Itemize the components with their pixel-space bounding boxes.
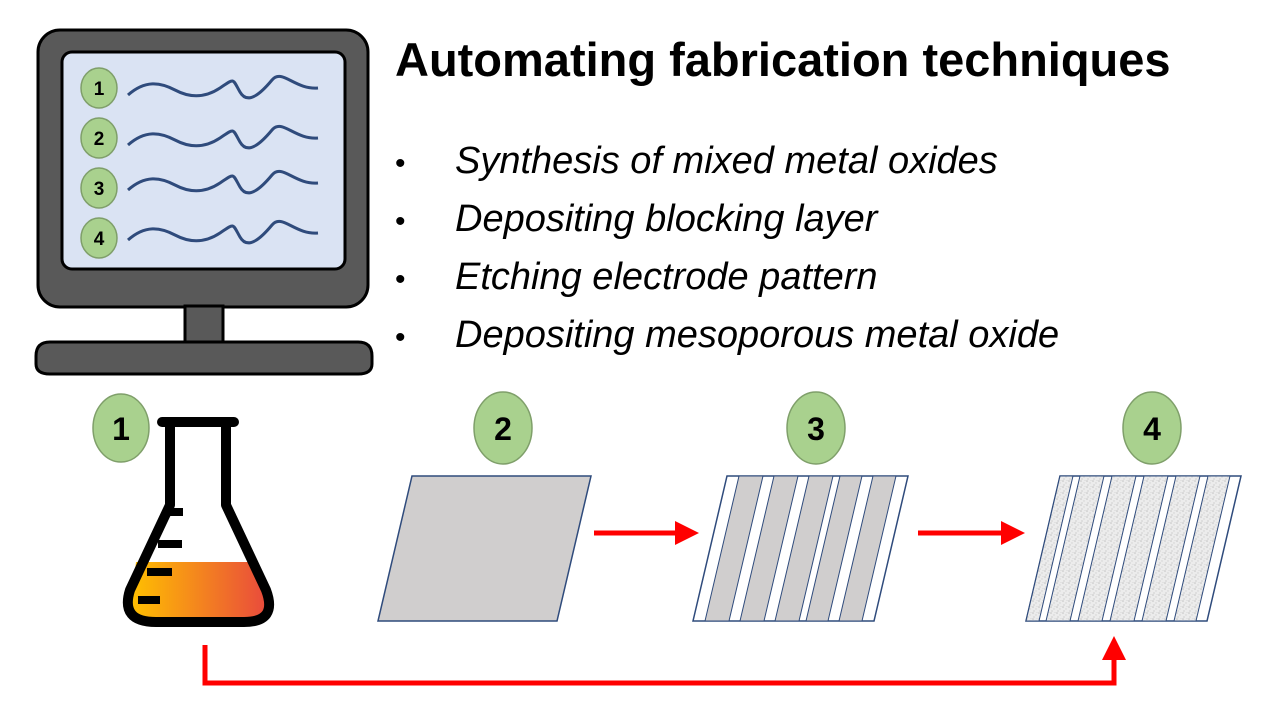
bullet-dot-icon: • xyxy=(395,147,406,180)
electrode-stripe xyxy=(704,475,764,622)
mesoporous-stripe xyxy=(1077,475,1137,622)
bullet-dot-icon: • xyxy=(395,205,406,238)
screen-wave-line xyxy=(127,219,319,245)
screen-row: 3 xyxy=(80,167,319,209)
bullet-item: • Synthesis of mixed metal oxides xyxy=(395,132,1059,190)
screen-badge-label: 2 xyxy=(94,129,105,150)
flask-icon xyxy=(122,417,275,627)
step-badge: 1 xyxy=(92,393,150,463)
monitor-neck xyxy=(183,304,225,344)
mesoporous-stripe xyxy=(1109,475,1169,622)
screen-row: 4 xyxy=(80,217,319,259)
bullet-dot-icon: • xyxy=(395,263,406,296)
slide-title: Automating fabrication techniques xyxy=(395,33,1171,86)
flask-outline xyxy=(122,425,275,627)
arrow-2-to-3 xyxy=(594,521,699,545)
arrow-3-to-4 xyxy=(918,521,1025,545)
patterned-substrate-icon xyxy=(692,475,909,622)
mesoporous-stripe xyxy=(1045,475,1105,622)
mesoporous-stripe xyxy=(1025,475,1074,622)
screen-badge xyxy=(80,67,118,109)
substrate-icon xyxy=(377,475,592,622)
mesoporous-stripe xyxy=(1173,475,1231,622)
screen-badge-label: 4 xyxy=(94,229,105,250)
electrode-stripe xyxy=(838,475,897,622)
step-badge: 3 xyxy=(786,391,846,465)
monitor-screen xyxy=(60,50,347,271)
electrode-stripe xyxy=(805,475,863,622)
screen-badge xyxy=(80,217,118,259)
bullet-dot-icon: • xyxy=(395,321,406,354)
bullet-text: Synthesis of mixed metal oxides xyxy=(455,140,998,182)
step-badge-label: 1 xyxy=(112,411,130,447)
screen-row: 2 xyxy=(80,117,319,159)
electrode-stripe xyxy=(739,475,799,622)
monitor-icon: 1 2 3 4 xyxy=(34,28,374,376)
flask-liquid xyxy=(130,562,266,620)
screen-badge xyxy=(80,117,118,159)
arrow-1-to-4 xyxy=(202,636,1126,686)
electrode-stripe xyxy=(774,475,834,622)
screen-badge-label: 3 xyxy=(94,179,105,200)
mesoporous-substrate-icon xyxy=(1025,475,1242,622)
bullet-text: Depositing mesoporous metal oxide xyxy=(455,314,1060,356)
screen-wave-line xyxy=(127,124,319,150)
monitor-base xyxy=(34,340,374,376)
step-badge-label: 3 xyxy=(807,411,825,447)
mesoporous-stripe xyxy=(1141,475,1201,622)
bullet-text: Etching electrode pattern xyxy=(455,256,878,298)
bullet-item: • Depositing blocking layer xyxy=(395,190,1059,248)
step-badge-label: 4 xyxy=(1143,411,1161,447)
screen-row: 1 xyxy=(80,67,319,109)
step-badge: 4 xyxy=(1122,391,1182,465)
bullet-item: • Etching electrode pattern xyxy=(395,248,1059,306)
step-badge: 2 xyxy=(473,391,533,465)
bullet-text: Depositing blocking layer xyxy=(455,198,878,240)
step-badge-label: 2 xyxy=(494,411,512,447)
screen-badge xyxy=(80,167,118,209)
bullet-item: • Depositing mesoporous metal oxide xyxy=(395,306,1059,364)
screen-badge-label: 1 xyxy=(94,79,105,100)
bullet-list: • Synthesis of mixed metal oxides • Deposi… xyxy=(395,132,1059,364)
screen-wave-line xyxy=(127,169,319,195)
screen-wave-line xyxy=(127,74,319,100)
